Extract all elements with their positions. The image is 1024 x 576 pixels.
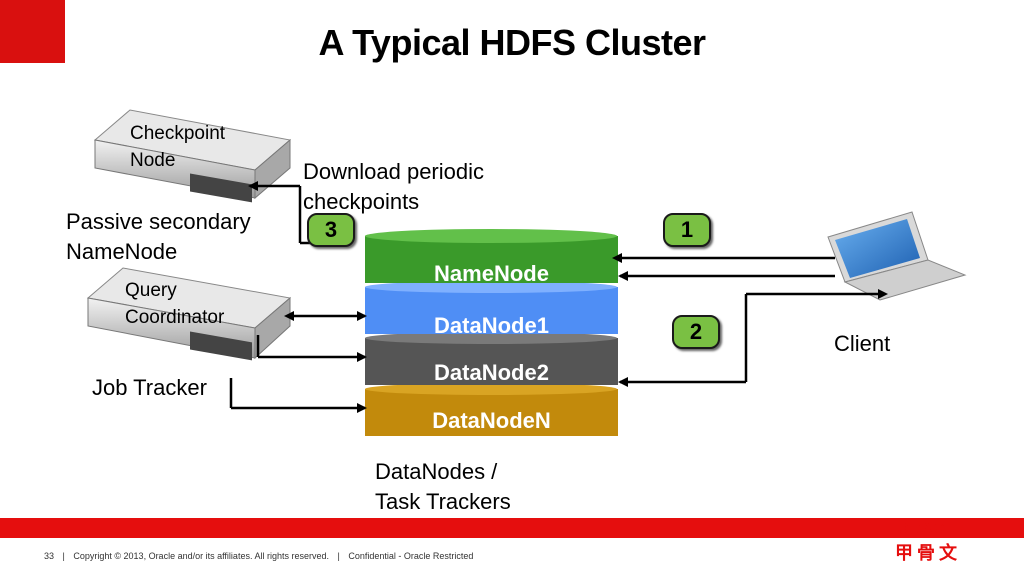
job-tracker-label: Job Tracker bbox=[92, 375, 207, 400]
footer-divider: | bbox=[62, 551, 65, 561]
namenode-label: NameNode bbox=[434, 261, 549, 286]
passive-secondary-label: Passive secondary NameNode bbox=[66, 209, 251, 264]
download-checkpoints-label: Download periodic checkpoints bbox=[303, 159, 484, 214]
checkpoint-server-icon bbox=[93, 109, 292, 203]
confidential-text: Confidential - Oracle Restricted bbox=[348, 551, 474, 561]
step-1-badge: 1 bbox=[663, 213, 711, 247]
datanode1-label: DataNode1 bbox=[434, 313, 549, 338]
footer-bar bbox=[0, 518, 1024, 538]
step-3-badge: 3 bbox=[307, 213, 355, 247]
corner-accent bbox=[0, 0, 65, 63]
datanodes-label: DataNodes / Task Trackers bbox=[375, 459, 511, 514]
copyright-text: Copyright © 2013, Oracle and/or its affi… bbox=[73, 551, 329, 561]
page-number: 33 bbox=[44, 551, 55, 561]
datanode2-label: DataNode2 bbox=[434, 360, 549, 385]
page-title: A Typical HDFS Cluster bbox=[318, 22, 706, 63]
checkpoint-node-label: Checkpoint Node bbox=[130, 120, 225, 174]
cluster-stack bbox=[365, 229, 618, 436]
footer-text: 33 | Copyright © 2013, Oracle and/or its… bbox=[44, 551, 473, 561]
query-coordinator-label: Query Coordinator bbox=[125, 277, 224, 331]
query-server-icon bbox=[86, 267, 292, 361]
checkpoint-label: Checkpoint Node bbox=[130, 123, 226, 171]
oracle-logo: ORACLE bbox=[897, 520, 967, 537]
oracle-chinese-logo: 甲骨文 bbox=[895, 543, 961, 563]
datanodeN-label: DataNodeN bbox=[432, 408, 551, 433]
footer-divider-2: | bbox=[337, 551, 340, 561]
client-label: Client bbox=[834, 331, 891, 356]
query-label: Query Coordinator bbox=[125, 280, 225, 328]
laptop-icon bbox=[827, 211, 967, 301]
step-2-badge: 2 bbox=[672, 315, 720, 349]
